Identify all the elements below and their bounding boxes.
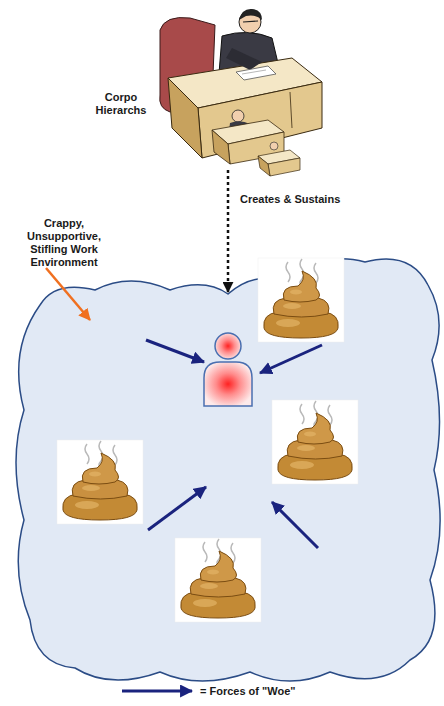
poop-icon bbox=[57, 440, 143, 524]
edge-label: Creates & Sustains bbox=[240, 193, 340, 206]
boss-head bbox=[239, 11, 261, 33]
legend-item: = Forces of "Woe" bbox=[120, 683, 296, 699]
woe-arrow bbox=[148, 487, 206, 530]
person-body bbox=[204, 362, 252, 406]
paper-line bbox=[242, 70, 266, 74]
small-desk-side bbox=[212, 130, 230, 164]
legend-text: = Forces of "Woe" bbox=[200, 685, 296, 698]
node-heading: Corpo Hierarchs bbox=[90, 91, 152, 117]
poop-icon bbox=[258, 258, 344, 342]
tiny-desk-top bbox=[258, 150, 300, 164]
chair bbox=[160, 18, 215, 113]
small-desk-top bbox=[212, 120, 284, 144]
legend: = Forces of "Woe" bbox=[120, 683, 296, 699]
dashed-connector bbox=[227, 170, 230, 292]
tiny-desk-side bbox=[258, 156, 270, 176]
cloud-outline bbox=[18, 292, 438, 675]
person-head bbox=[215, 333, 241, 359]
desk-front bbox=[198, 82, 322, 158]
cloud-shape bbox=[16, 259, 440, 681]
legend-arrow bbox=[122, 690, 192, 693]
boss-arm bbox=[226, 48, 262, 70]
clerk-body bbox=[228, 121, 252, 138]
tiny-clerk-head bbox=[270, 142, 278, 150]
boss-glasses bbox=[243, 21, 258, 22]
woe-arrow bbox=[146, 340, 204, 362]
person-icon bbox=[204, 333, 252, 406]
poop-icon bbox=[175, 538, 261, 622]
woe-arrow bbox=[272, 502, 318, 548]
connector-layer bbox=[228, 170, 229, 292]
poop-icon bbox=[272, 400, 358, 484]
desk-top bbox=[168, 58, 322, 108]
woe-arrow bbox=[260, 345, 322, 373]
boss-illustration bbox=[160, 9, 322, 176]
pointer-arrow bbox=[46, 268, 90, 320]
boss-body bbox=[218, 32, 282, 86]
desk-side bbox=[168, 78, 202, 158]
environment-cloud: Crappy, Unsupportive, Stifling Work Envi… bbox=[18, 292, 438, 675]
paper bbox=[236, 66, 276, 80]
hierarchs-node: Corpo Hierarchs bbox=[150, 0, 306, 170]
tiny-desk-front bbox=[268, 158, 300, 176]
node-heading: Crappy, Unsupportive, Stifling Work Envi… bbox=[8, 217, 120, 269]
legend-swatch bbox=[120, 683, 196, 699]
small-desk-front bbox=[228, 132, 284, 164]
clerk-head bbox=[232, 110, 244, 122]
drawer-line bbox=[290, 92, 292, 128]
boss-hair bbox=[239, 9, 262, 20]
